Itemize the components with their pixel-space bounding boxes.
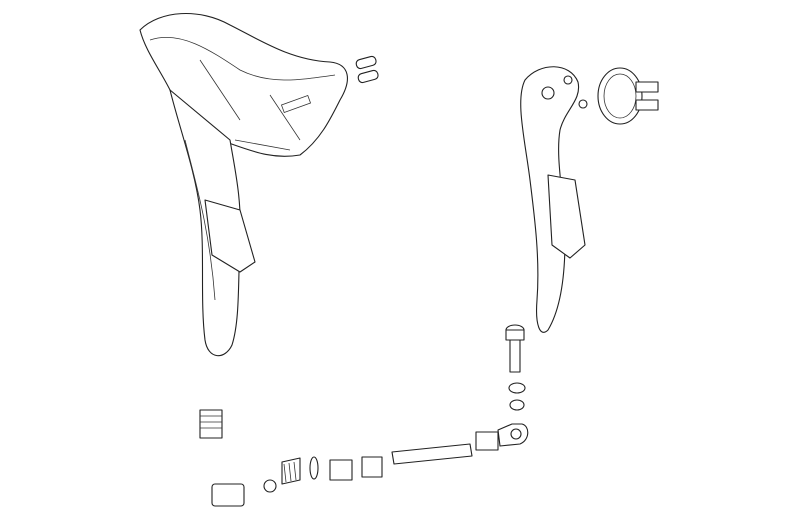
hose-nut xyxy=(475,431,499,451)
bleed-port-assembly xyxy=(211,456,383,507)
threaded-fitting xyxy=(199,409,223,439)
pivot-bolt xyxy=(505,324,525,373)
brake-lever-blade xyxy=(520,66,586,333)
washers xyxy=(508,382,526,411)
hood-pins xyxy=(355,55,379,84)
lever-clamp xyxy=(578,67,659,125)
shift-lever-blade xyxy=(169,89,256,357)
banjo-fitting xyxy=(497,423,529,447)
shift-lever-hood xyxy=(139,12,348,157)
hose-tube xyxy=(391,443,473,465)
